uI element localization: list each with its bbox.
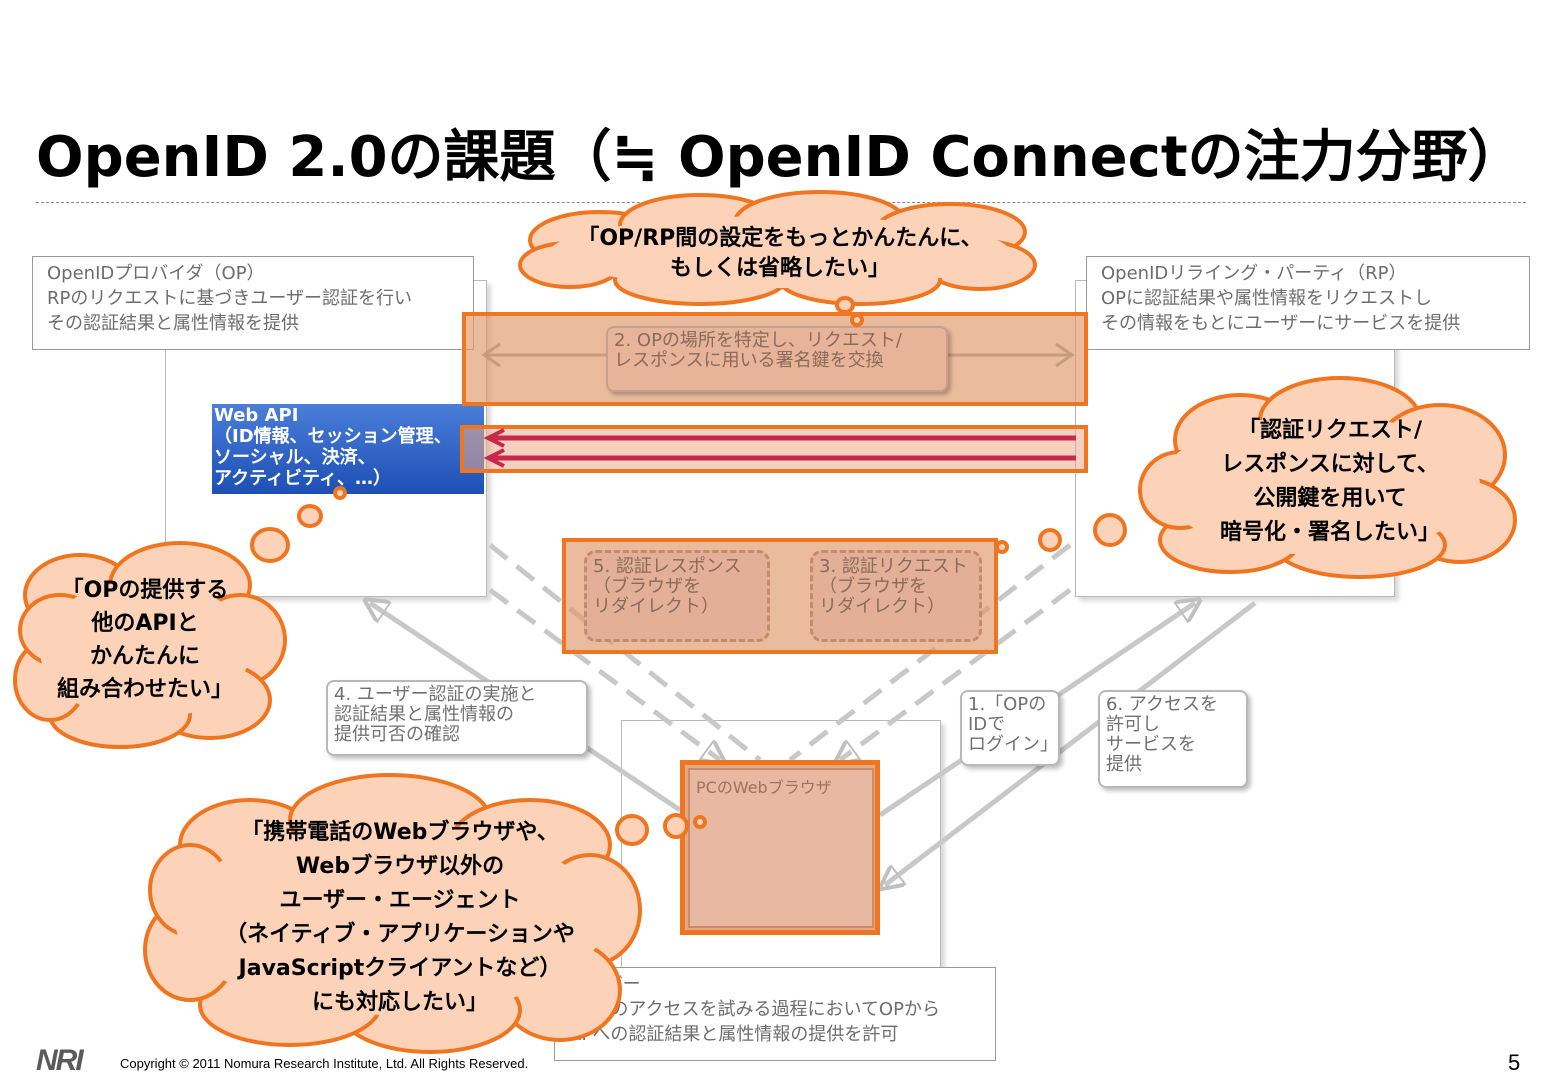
rp-description-line: その情報をもとにユーザーにサービスを提供 [1101,313,1461,334]
solid-line-rp-browser [885,601,1257,885]
step6-line: 許可し [1106,714,1160,735]
user-description-line: RPへの認証結果と属性情報の提供を許可 [569,1024,899,1045]
web-api-box: Web API （ID情報、セッション管理、 ソーシャル、決済、 アクティビティ… [212,404,484,494]
step4-line: 4. ユーザー認証の実施と [334,684,537,705]
step3-line: 3. 認証リクエスト [819,556,968,577]
step3-label: 3. 認証リクエスト （ブラウザを リダイレクト） [810,550,982,642]
bottom-cloud-bubble [663,813,689,839]
step5-line: （ブラウザを [593,576,701,597]
pc-browser: PCのWebブラウザ [688,768,874,928]
nri-logo: NRI [36,1044,84,1077]
left-cloud-bubble [297,504,323,528]
dashed-line-op-browser-2 [488,587,720,760]
step5-line: リダイレクト） [593,596,719,617]
step5-label: 5. 認証レスポンス （ブラウザを リダイレクト） [584,550,770,642]
page-title: OpenID 2.0の課題（≒ OpenID Connectの注力分野） [36,125,1524,190]
copyright-text: Copyright © 2011 Nomura Research Institu… [120,1056,529,1071]
top-cloud-bubble [850,313,864,327]
step6-line: サービスを [1106,734,1196,755]
web-api-highlight-band [460,425,1088,473]
step1-line: 1.「OPの [968,694,1047,715]
step6-label: 6. アクセスを 許可し サービスを 提供 [1098,690,1248,788]
right-cloud-bubble [995,540,1009,554]
step4-label: 4. ユーザー認証の実施と 認証結果と属性情報の 提供可否の確認 [326,680,588,756]
step1-line: IDで [968,714,1006,735]
bottom-cloud-line: ユーザー・エージェント [279,888,521,913]
right-cloud-bubble [1038,528,1062,552]
top-cloud-bubble [835,296,855,314]
step6-line: 6. アクセスを [1106,694,1218,715]
web-api-line: ソーシャル、決済、 [214,447,376,468]
top-cloud-text: 「OP/RP間の設定をもっとかんたんに、 もしくは省略したい」 [530,224,1030,284]
op-description-line: OpenIDプロバイダ（OP） [47,263,265,284]
left-cloud-line: 組み合わせたい」 [56,677,233,702]
bottom-cloud-bubble [615,814,649,846]
right-cloud-bubble [1093,513,1127,547]
step3-line: （ブラウザを [819,576,927,597]
left-cloud-line: かんたんに [89,644,200,669]
user-description-line: RPへのアクセスを試みる過程においてOPから [569,999,940,1020]
bottom-cloud-line: JavaScriptクライアントなど） [238,956,562,981]
step1-label: 1.「OPの IDで ログイン」 [960,690,1060,766]
step1-line: ログイン」 [968,734,1058,755]
web-api-line: （ID情報、セッション管理、 [214,426,452,447]
step4-line: 提供可否の確認 [334,724,460,745]
op-description-line: その認証結果と属性情報を提供 [47,313,299,334]
bottom-cloud-line: にも対応したい」 [311,990,488,1015]
bottom-cloud-bubble [693,815,707,829]
left-cloud-bubble [250,527,290,563]
step2-line: 2. OPの場所を特定し、リクエスト/ [614,330,902,351]
web-api-line: Web API [214,405,299,426]
step2-line: レスポンスに用いる署名鍵を交換 [614,350,884,371]
left-cloud-bubble [333,486,347,500]
step6-line: 提供 [1106,754,1142,775]
bottom-cloud-line: 「携帯電話のWebブラウザや、 [241,820,559,845]
top-cloud-line: もしくは省略したい」 [669,256,890,281]
step2-label: 2. OPの場所を特定し、リクエスト/ レスポンスに用いる署名鍵を交換 [606,326,948,392]
web-api-red-arrows [484,428,1076,468]
right-cloud-text: 「認証リクエスト/ レスポンスに対して、 公開鍵を用いて 暗号化・署名したい」 [1170,414,1490,550]
bottom-cloud-line: Webブラウザ以外の [295,854,505,879]
web-api-line: アクティビティ、…） [214,468,391,489]
page-number: 5 [1508,1050,1521,1075]
step5-line: 5. 認証レスポンス [593,556,742,577]
bottom-cloud-line: （ネイティブ・アプリケーションや [225,922,575,947]
bottom-cloud-text: 「携帯電話のWebブラウザや、 Webブラウザ以外の ユーザー・エージェント （… [180,816,620,1020]
step3-line: リダイレクト） [819,596,945,617]
rp-description: OpenIDリライング・パーティ（RP） OPに認証結果や属性情報をリクエストし… [1086,256,1530,350]
op-description-line: RPのリクエストに基づきユーザー認証を行い [47,288,412,309]
right-cloud-line: 公開鍵を用いて [1253,486,1407,511]
rp-description-line: OpenIDリライング・パーティ（RP） [1101,263,1407,284]
left-cloud-text: 「OPの提供する 他のAPIと かんたんに 組み合わせたい」 [30,574,260,706]
pc-browser-label: PCのWebブラウザ [696,778,832,797]
right-cloud-line: 暗号化・署名したい」 [1219,520,1440,545]
left-cloud-line: 「OPの提供する [61,578,229,603]
dashed-line-rp-browser-2 [840,587,1072,760]
top-cloud-line: 「OP/RP間の設定をもっとかんたんに、 [577,226,983,251]
rp-description-line: OPに認証結果や属性情報をリクエストし [1101,288,1433,309]
left-cloud-line: 他のAPIと [91,611,199,636]
op-description: OpenIDプロバイダ（OP） RPのリクエストに基づきユーザー認証を行い その… [32,256,474,350]
right-cloud-line: 「認証リクエスト/ [1237,418,1423,443]
right-cloud-line: レスポンスに対して、 [1221,452,1439,477]
step4-line: 認証結果と属性情報の [334,704,514,725]
user-description: ユーザー RPへのアクセスを試みる過程においてOPから RPへの認証結果と属性情… [554,967,996,1061]
